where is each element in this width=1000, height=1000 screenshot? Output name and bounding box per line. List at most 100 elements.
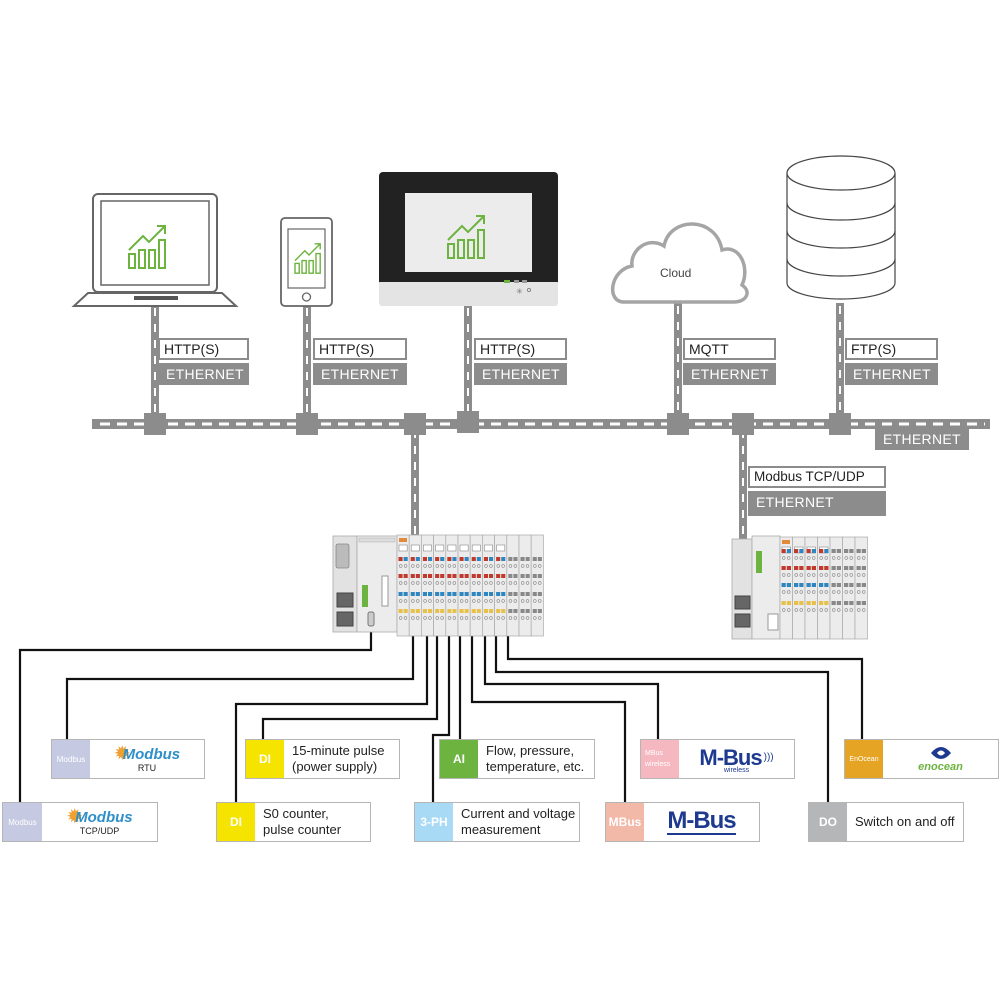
card-tag: MBus <box>606 803 644 841</box>
card-tag: 3-PH <box>415 803 453 841</box>
secondary-protocol-label: Modbus TCP/UDP <box>748 466 886 488</box>
card-mbus: MBus M-Bus <box>605 802 760 842</box>
ethernet-backbone <box>92 411 990 435</box>
card-modbus-rtu: Modbus ✹ Modbus RTU <box>51 739 205 779</box>
card-tag: DI <box>246 740 284 778</box>
card-tag: Modbus <box>52 740 90 778</box>
enocean-logo: enocean <box>883 740 998 778</box>
panel-protocol-label: HTTP(S) <box>474 338 567 360</box>
card-tag: Modbus <box>3 803 42 841</box>
laptop-drop <box>151 305 159 425</box>
card-tag: DO <box>809 803 847 841</box>
io-module <box>433 534 447 637</box>
io-module <box>518 534 532 637</box>
card-tag: EnOcean <box>845 740 883 778</box>
mbus-logo: M-Bus <box>644 803 759 841</box>
secondary-controller <box>731 535 868 640</box>
io-module <box>506 534 520 637</box>
mbus-subtitle: wireless <box>723 766 750 774</box>
cloud-label: Cloud <box>660 266 692 280</box>
io-module <box>457 534 471 637</box>
card-text: S0 counter, <box>263 806 329 821</box>
bus-connector <box>296 413 318 435</box>
bus-connector <box>829 413 851 435</box>
card-text: (power supply) <box>292 759 378 774</box>
io-module <box>469 534 483 637</box>
field-wires <box>18 632 864 803</box>
enocean-logo-text: enocean <box>918 761 963 773</box>
io-module <box>817 536 831 640</box>
mbus-wireless-logo: M-Bus ))) wireless <box>679 740 794 778</box>
card-text: Switch on and off <box>855 814 955 829</box>
card-text: measurement <box>461 822 541 837</box>
database-medium-label: ETHERNET <box>845 363 938 385</box>
io-module <box>829 536 843 640</box>
panel-medium-label: ETHERNET <box>474 363 567 385</box>
phone-drop <box>303 305 311 425</box>
io-module <box>842 536 856 640</box>
card-tag: wireless <box>645 761 671 768</box>
modbus-logo: ✹ Modbus TCP/UDP <box>42 803 157 841</box>
io-module <box>779 536 793 640</box>
enocean-emblem-icon <box>930 747 951 759</box>
wire-mbus-wireless <box>483 636 660 740</box>
database-icon <box>786 155 896 300</box>
card-do: DO Switch on and off <box>808 802 964 842</box>
io-module <box>494 534 508 637</box>
backbone-medium-label: ETHERNET <box>875 428 969 450</box>
main-controller <box>332 534 544 637</box>
io-module <box>792 536 806 640</box>
database-drop <box>836 303 844 425</box>
card-mbus-wireless: MBus wireless M-Bus ))) wireless <box>640 739 795 779</box>
secondary-medium-label: ETHERNET <box>748 491 886 516</box>
wire-mbus <box>470 636 627 803</box>
card-di-s0: DI S0 counter,pulse counter <box>216 802 371 842</box>
card-tag: DI <box>217 803 255 841</box>
modbus-logo-text: Modbus <box>122 745 181 763</box>
card-modbus-tcp: Modbus ✹ Modbus TCP/UDP <box>2 802 158 842</box>
laptop-medium-label: ETHERNET <box>158 363 249 385</box>
wire-enocean <box>506 636 864 740</box>
card-di-15min: DI 15-minute pulse(power supply) <box>245 739 400 779</box>
phone-medium-label: ETHERNET <box>313 363 407 385</box>
card-tag: AI <box>440 740 478 778</box>
modbus-logo: ✹ Modbus RTU <box>90 740 204 778</box>
wireless-signal-icon: ))) <box>763 752 774 763</box>
wire-3ph <box>431 636 451 803</box>
database-protocol-label: FTP(S) <box>845 338 938 360</box>
bus-connector <box>732 413 754 435</box>
smartphone-icon <box>280 217 333 307</box>
modbus-subtitle: RTU <box>137 763 157 773</box>
bus-connector <box>144 413 166 435</box>
io-module <box>854 536 868 640</box>
touch-panel-icon: ✳ <box>379 172 558 306</box>
card-tag: MBus <box>645 750 663 757</box>
mbus-logo-text: M-Bus <box>699 744 762 770</box>
bus-connector <box>404 413 426 435</box>
io-module <box>445 534 459 637</box>
modbus-subtitle: TCP/UDP <box>79 826 120 836</box>
card-ai: AI Flow, pressure,temperature, etc. <box>439 739 595 779</box>
device-drops <box>151 303 844 540</box>
phone-protocol-label: HTTP(S) <box>313 338 407 360</box>
io-module <box>530 534 544 637</box>
laptop-protocol-label: HTTP(S) <box>158 338 249 360</box>
wire-di-15min <box>261 636 439 740</box>
wire-do <box>494 636 830 803</box>
wire-di-s0 <box>234 636 429 803</box>
wire-modbus-rtu <box>65 636 415 740</box>
bus-connector <box>457 411 479 433</box>
card-text: Flow, pressure, <box>486 743 575 758</box>
cloud-protocol-label: MQTT <box>683 338 776 360</box>
mbus-logo-text: M-Bus <box>667 807 737 835</box>
card-text: temperature, etc. <box>486 759 585 774</box>
io-module <box>482 534 495 637</box>
io-module <box>421 534 434 637</box>
cloud-icon <box>610 222 749 304</box>
cloud-medium-label: ETHERNET <box>683 363 776 385</box>
card-text: pulse counter <box>263 822 342 837</box>
controller-drop <box>411 425 419 540</box>
